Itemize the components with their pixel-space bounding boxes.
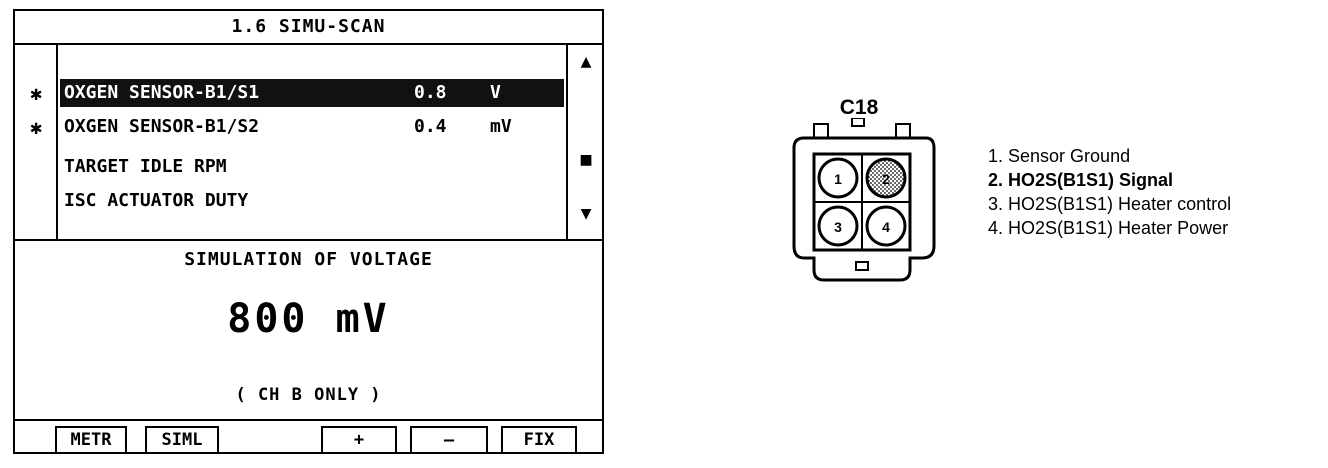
list-item-target-idle-rpm[interactable]: TARGET IDLE RPM [60,153,564,181]
list-item-label: ISC ACTUATOR DUTY [64,190,249,211]
list-item-oxygen-sensor-b1s2[interactable]: OXGEN SENSOR-B1/S2 0.4 mV [60,113,564,141]
pin-legend: 1. Sensor Ground 2. HO2S(B1S1) Signal 3.… [988,144,1231,240]
selected-marker-row-2: ✱ [29,115,43,139]
siml-button[interactable]: SIML [145,426,219,452]
pin-2-label: 2 [882,171,890,187]
minus-button[interactable]: — [410,426,488,452]
selected-marker-row-1: ✱ [29,81,43,105]
fix-button[interactable]: FIX [501,426,577,452]
softkey-bar: METR SIML + — FIX [15,419,602,452]
list-item-label: OXGEN SENSOR-B1/S1 [64,82,260,103]
legend-item-pin-1: 1. Sensor Ground [988,146,1131,166]
screen-title: 1.6 SIMU-SCAN [15,11,602,45]
scan-tool-screen: 1.6 SIMU-SCAN ✱ ✱ OXGEN SENSOR-B1/S1 0.8… [13,9,604,454]
simulation-channel-note: ( CH B ONLY ) [235,385,382,405]
pin-1 [817,157,859,199]
connector-title: C18 [839,96,879,119]
pin-2-highlighted [865,157,907,199]
list-scrollbar[interactable]: ▲ ■ ▼ [566,45,604,239]
legend-item-pin-4: 4. HO2S(B1S1) Heater Power [988,218,1229,238]
connector-key [855,261,869,271]
pin-1-label: 1 [834,171,842,187]
list-item-value: 0.4 [414,116,447,137]
legend-item-pin-2: 2. HO2S(B1S1) Signal [988,170,1174,190]
list-item-unit: mV [490,116,512,137]
list-item-isc-actuator-duty[interactable]: ISC ACTUATOR DUTY [60,187,564,215]
connector-c18-diagram: 1 2 3 4 [792,118,936,282]
list-item-unit: V [490,82,501,103]
pin-3-label: 3 [834,219,842,235]
data-list: OXGEN SENSOR-B1/S1 0.8 V OXGEN SENSOR-B1… [56,45,566,239]
simulation-value: 800 mV [227,296,390,342]
data-list-panel: ✱ ✱ OXGEN SENSOR-B1/S1 0.8 V OXGEN SENSO… [15,45,602,241]
scroll-down-arrow-icon[interactable]: ▼ [580,203,592,224]
pin-3 [817,205,859,247]
connector-latch-right [895,123,911,139]
simulation-title: SIMULATION OF VOLTAGE [184,249,433,270]
list-item-label: OXGEN SENSOR-B1/S2 [64,116,260,137]
legend-item-pin-3: 3. HO2S(B1S1) Heater control [988,194,1232,214]
list-item-label: TARGET IDLE RPM [64,156,227,177]
metr-button[interactable]: METR [55,426,127,452]
plus-button[interactable]: + [321,426,397,452]
connector-latch-left [813,123,829,139]
list-item-value: 0.8 [414,82,447,103]
pin-4-label: 4 [882,219,890,235]
scroll-thumb[interactable]: ■ [580,149,592,170]
connector-latch-center [851,118,865,127]
pin-4 [865,205,907,247]
list-item-oxygen-sensor-b1s1[interactable]: OXGEN SENSOR-B1/S1 0.8 V [60,79,564,107]
scroll-up-arrow-icon[interactable]: ▲ [580,51,592,72]
